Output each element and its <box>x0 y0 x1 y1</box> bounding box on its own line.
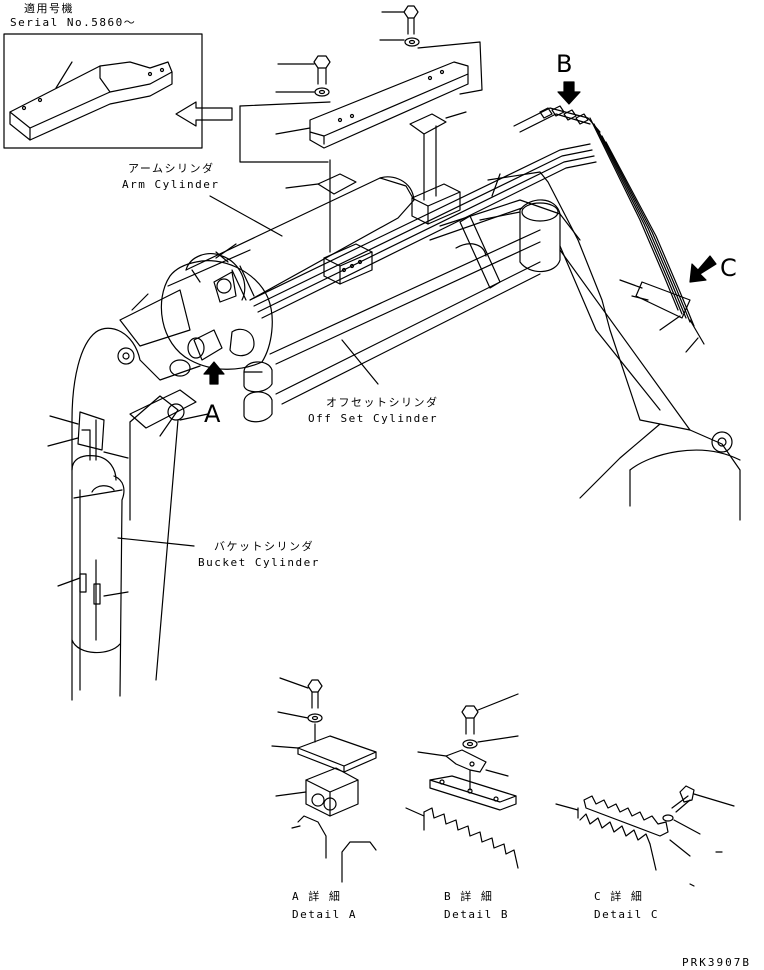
detail-c-drawing <box>555 785 735 887</box>
detail-a-label: Detail A <box>292 908 357 921</box>
bucket-cylinder-label-jp: バケットシリンダ <box>214 540 314 553</box>
detail-b-jp: B 詳 細 <box>444 890 494 903</box>
offset-cylinder-label: Off Set Cylinder <box>308 412 438 425</box>
arrow-b-icon <box>557 81 581 105</box>
arrow-c-icon <box>689 255 717 283</box>
arm-assembly <box>71 143 741 701</box>
arrow-a-icon <box>203 361 225 385</box>
detail-b-label: Detail B <box>444 908 509 921</box>
detail-c-label: Detail C <box>594 908 659 921</box>
detail-a-jp: A 詳 細 <box>292 890 342 903</box>
top-bracket-exploded <box>239 5 483 253</box>
drawing-number: PRK3907B <box>682 956 751 969</box>
detail-c-jp: C 詳 細 <box>594 890 644 903</box>
callout-b: B <box>556 50 573 78</box>
arm-cylinder-label: Arm Cylinder <box>122 178 220 191</box>
detail-b-drawing <box>405 693 519 869</box>
hose-bundle <box>513 105 705 353</box>
leader-lines <box>47 195 379 597</box>
inset-serial-part <box>3 33 203 149</box>
applicable-serial-jp: 適用号機 <box>24 2 74 15</box>
detail-a-drawing <box>271 677 377 883</box>
callout-a: A <box>204 400 221 428</box>
callout-c: C <box>720 254 737 282</box>
serial-number-label: Serial No.5860〜 <box>10 16 137 29</box>
hollow-arrow-icon <box>175 101 233 127</box>
arm-cylinder-label-jp: アームシリンダ <box>128 162 215 175</box>
bucket-cylinder-label: Bucket Cylinder <box>198 556 320 569</box>
offset-cylinder-label-jp: オフセットシリンダ <box>326 396 439 409</box>
